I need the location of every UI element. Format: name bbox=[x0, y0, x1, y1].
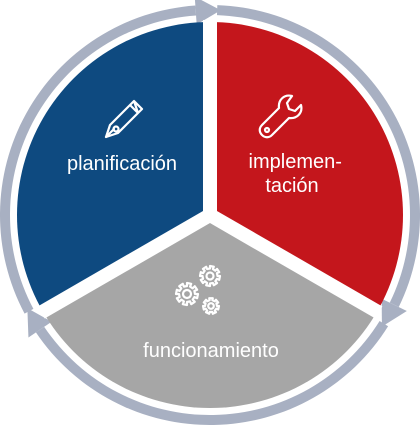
gear-a-hub bbox=[205, 271, 215, 281]
ring-arrowhead-bottom bbox=[27, 308, 52, 338]
gears-icon bbox=[174, 264, 222, 315]
ring-arrowhead-right bbox=[381, 298, 407, 327]
label-funcionamiento: funcionamiento bbox=[143, 340, 279, 362]
gear-b-teeth bbox=[174, 281, 200, 307]
label-implementacion-line-2: tación bbox=[265, 175, 318, 197]
ring-arrowhead-top bbox=[194, 0, 221, 25]
label-implementacion-line-1: implemen- bbox=[249, 151, 342, 173]
ring-arrow-right bbox=[216, 5, 420, 308]
fountain-pen-icon bbox=[104, 99, 144, 139]
segment-separators bbox=[37, 20, 383, 319]
label-implementacion: implemen- tación bbox=[249, 151, 348, 197]
separator-line-2 bbox=[206, 208, 383, 319]
label-planificacion: planificación bbox=[67, 153, 177, 175]
ring-arrow-top bbox=[0, 5, 197, 314]
label-funcionamiento-line-1: funcionamiento bbox=[143, 340, 279, 362]
separator-line-3 bbox=[37, 208, 214, 319]
gear-b-hub bbox=[181, 288, 193, 300]
wrench-icon bbox=[258, 94, 303, 139]
ring-arrow-bottom bbox=[35, 320, 389, 425]
gear-c-hub bbox=[207, 302, 215, 310]
gear-a-teeth bbox=[198, 264, 222, 288]
label-planificacion-line-1: planificación bbox=[67, 153, 177, 175]
gear-c-teeth bbox=[201, 297, 221, 315]
